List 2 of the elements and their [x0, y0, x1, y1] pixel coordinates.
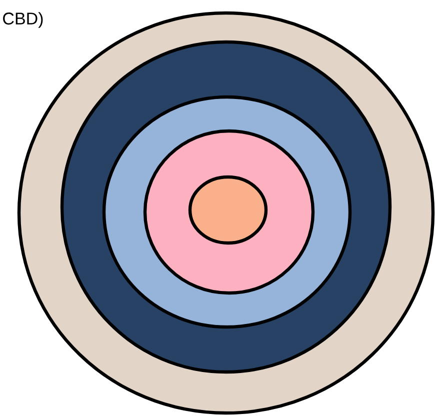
label: CBD): [3, 12, 43, 28]
ring: [188, 175, 268, 245]
